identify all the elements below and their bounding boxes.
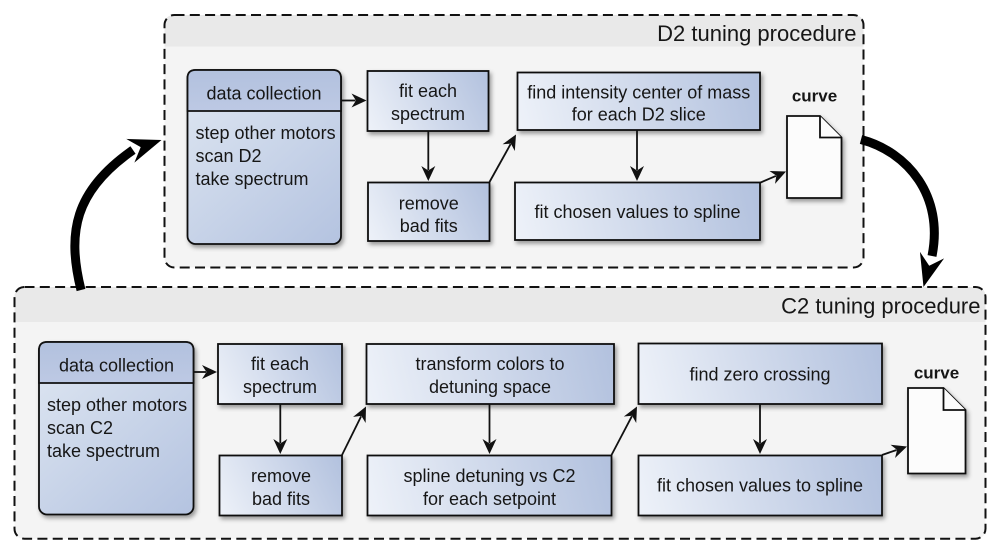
svg-text:curve: curve — [914, 364, 959, 383]
svg-text:step other motors: step other motors — [196, 123, 336, 143]
svg-text:remove: remove — [399, 194, 459, 214]
svg-text:bad fits: bad fits — [400, 216, 458, 236]
svg-text:remove: remove — [251, 466, 311, 486]
svg-text:scan D2: scan D2 — [196, 146, 262, 166]
svg-text:find intensity center of mass: find intensity center of mass — [527, 82, 750, 102]
svg-text:D2 tuning procedure: D2 tuning procedure — [657, 21, 856, 46]
svg-text:for each D2 slice: for each D2 slice — [572, 105, 706, 125]
svg-text:step other motors: step other motors — [47, 395, 187, 415]
svg-text:transform colors to: transform colors to — [415, 354, 564, 374]
svg-text:for each setpoint: for each setpoint — [423, 489, 556, 509]
svg-text:fit chosen values to spline: fit chosen values to spline — [534, 202, 740, 222]
svg-text:fit each: fit each — [399, 81, 457, 101]
svg-text:curve: curve — [792, 87, 837, 106]
svg-text:fit each: fit each — [251, 354, 309, 374]
svg-text:spline detuning vs C2: spline detuning vs C2 — [403, 466, 575, 486]
svg-text:take spectrum: take spectrum — [47, 441, 160, 461]
svg-text:bad fits: bad fits — [252, 489, 310, 509]
svg-text:scan C2: scan C2 — [47, 418, 113, 438]
svg-text:data collection: data collection — [206, 84, 321, 104]
svg-text:spectrum: spectrum — [243, 377, 317, 397]
svg-text:spectrum: spectrum — [391, 104, 465, 124]
svg-text:data collection: data collection — [59, 356, 174, 376]
svg-text:fit chosen values to spline: fit chosen values to spline — [657, 476, 863, 496]
svg-text:C2 tuning procedure: C2 tuning procedure — [781, 294, 980, 319]
svg-text:take spectrum: take spectrum — [196, 169, 309, 189]
svg-text:find zero crossing: find zero crossing — [689, 365, 830, 385]
svg-text:detuning space: detuning space — [429, 377, 551, 397]
